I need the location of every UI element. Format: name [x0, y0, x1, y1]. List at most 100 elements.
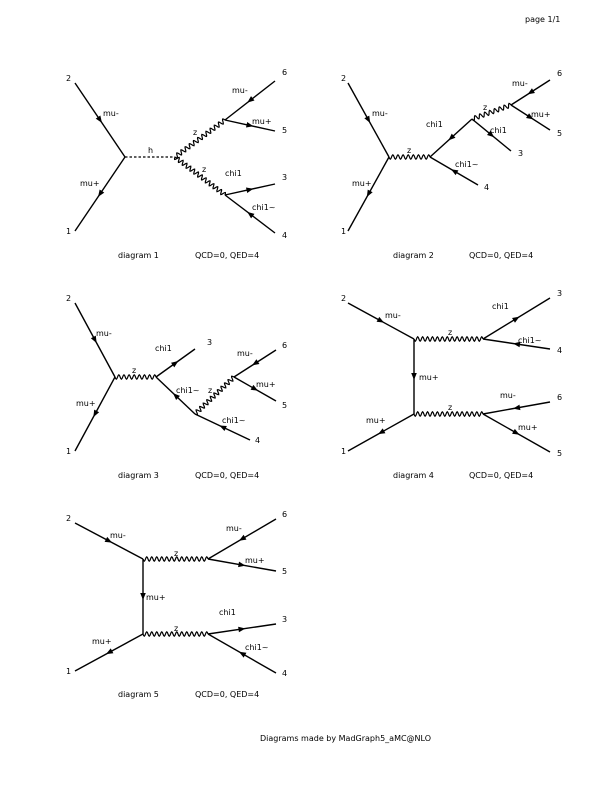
label-mu-minus-out: mu-	[500, 391, 516, 400]
arrow-chibar-out	[513, 341, 521, 348]
diagram-3: 2 1 3 6 5 4 mu- mu+ z chi1 chi1~ chi1~ z…	[66, 294, 287, 480]
arrow-mu-minus-in	[95, 115, 102, 123]
label-mu-plus-in: mu+	[76, 399, 96, 408]
diagram-caption: diagram 4	[393, 471, 434, 480]
leg-number-3: 3	[518, 149, 523, 158]
leg-number-2: 2	[341, 74, 346, 83]
arrow-chibar-out	[219, 425, 227, 432]
leg-number-2: 2	[66, 514, 71, 523]
coupling-orders: QCD=0, QED=4	[195, 471, 259, 480]
arrow-chi-propagator	[448, 133, 456, 141]
coupling-orders: QCD=0, QED=4	[469, 471, 533, 480]
leg-number-5: 5	[282, 567, 287, 576]
leg-number-1: 1	[341, 227, 346, 236]
line-z-emitted	[194, 375, 235, 416]
label-chibar-out: chi1~	[455, 160, 478, 169]
label-mu-minus-in: mu-	[103, 109, 119, 118]
arrow-chi-out	[512, 316, 520, 323]
label-chibar-propagator: chi1~	[176, 386, 199, 395]
arrow-mu-minus-out	[527, 88, 535, 95]
arrow-mu-minus-in	[364, 115, 371, 124]
line-z-emitted	[471, 102, 512, 122]
label-chi-propagator: chi1	[426, 120, 443, 129]
leg-number-6: 6	[282, 510, 287, 519]
leg-number-6: 6	[557, 393, 562, 402]
label-mu-minus-in: mu-	[385, 311, 401, 320]
diagram-caption: diagram 5	[118, 690, 159, 699]
label-mu-plus-in: mu+	[80, 179, 100, 188]
label-z-top: z	[193, 128, 197, 137]
diagram-caption: diagram 2	[393, 251, 434, 260]
leg-number-2: 2	[66, 294, 71, 303]
label-z-emitted: z	[208, 386, 212, 395]
arrow-mu-propagator	[411, 373, 417, 380]
label-mu-minus-out: mu-	[226, 524, 242, 533]
line-z-top	[413, 335, 484, 343]
diagram-2: 2 1 6 5 3 4 mu- mu+ z chi1 chi1 chi1~ z …	[341, 69, 562, 260]
arrow-mu-plus-out	[250, 384, 259, 391]
arrow-mu-plus-in	[93, 409, 100, 418]
leg-number-6: 6	[557, 69, 562, 78]
label-mu-plus-out: mu+	[531, 110, 551, 119]
label-z-bottom: z	[174, 624, 178, 633]
label-mu-plus-in: mu+	[92, 637, 112, 646]
arrow-mu-minus-out	[238, 534, 247, 541]
leg-number-3: 3	[282, 615, 287, 624]
leg-number-5: 5	[557, 129, 562, 138]
arrow-mu-propagator	[140, 593, 146, 600]
leg-number-6: 6	[282, 341, 287, 350]
label-mu-propagator: mu+	[419, 373, 439, 382]
leg-number-3: 3	[207, 338, 212, 347]
label-mu-minus-in: mu-	[96, 329, 112, 338]
label-mu-minus-out: mu-	[232, 86, 248, 95]
line-z-bottom	[413, 410, 484, 418]
leg-number-3: 3	[557, 289, 562, 298]
leg-number-1: 1	[341, 447, 346, 456]
label-mu-plus-in: mu+	[352, 179, 372, 188]
label-chi-out: chi1	[219, 608, 236, 617]
diagram-4: 2 1 3 4 6 5 mu- mu+ mu+ z z chi1 chi1~ m…	[341, 289, 562, 480]
label-chibar-out: chi1~	[245, 643, 268, 652]
leg-number-5: 5	[282, 126, 287, 135]
arrow-mu-plus-out	[526, 113, 534, 120]
label-chi-out: chi1	[492, 302, 509, 311]
arrow-mu-minus-in	[104, 536, 113, 543]
label-higgs: h	[148, 146, 153, 155]
label-z-top: z	[448, 328, 452, 337]
leg-number-2: 2	[341, 294, 346, 303]
line-z-propagator	[114, 373, 157, 381]
leg-number-5: 5	[557, 449, 562, 458]
label-mu-plus-out: mu+	[518, 423, 538, 432]
arrow-mu-minus-in	[90, 335, 97, 344]
leg-number-1: 1	[66, 667, 71, 676]
line-z-top	[142, 555, 209, 563]
label-chibar-out: chi1~	[252, 203, 275, 212]
leg-number-4: 4	[255, 436, 260, 445]
arrow-mu-plus-out	[245, 122, 254, 128]
arrow-chibar-propagator	[172, 393, 180, 400]
label-chi-out: chi1	[490, 126, 507, 135]
line-z-propagator	[388, 153, 431, 161]
leg-number-4: 4	[484, 183, 489, 192]
label-z-emitted: z	[483, 103, 487, 112]
arrow-mu-plus-out	[238, 561, 246, 568]
leg-number-4: 4	[282, 669, 287, 678]
arrow-mu-minus-out	[247, 96, 255, 103]
label-z-bottom: z	[448, 403, 452, 412]
label-mu-minus-in: mu-	[110, 531, 126, 540]
arrow-mu-plus-out	[512, 428, 520, 435]
arrow-chibar-out	[238, 651, 247, 658]
arrow-mu-plus-in	[98, 189, 105, 197]
line-z-bottom	[173, 156, 227, 196]
label-mu-plus-out: mu+	[245, 556, 265, 565]
label-mu-minus-in: mu-	[372, 109, 388, 118]
leg-number-5: 5	[282, 401, 287, 410]
arrow-chi-out	[238, 626, 246, 633]
footer-credit: Diagrams made by MadGraph5_aMC@NLO	[260, 734, 431, 743]
arrow-mu-minus-out	[513, 404, 521, 411]
arrow-chi-out	[487, 130, 495, 138]
label-mu-plus-out: mu+	[252, 117, 272, 126]
label-mu-minus-out: mu-	[237, 349, 253, 358]
